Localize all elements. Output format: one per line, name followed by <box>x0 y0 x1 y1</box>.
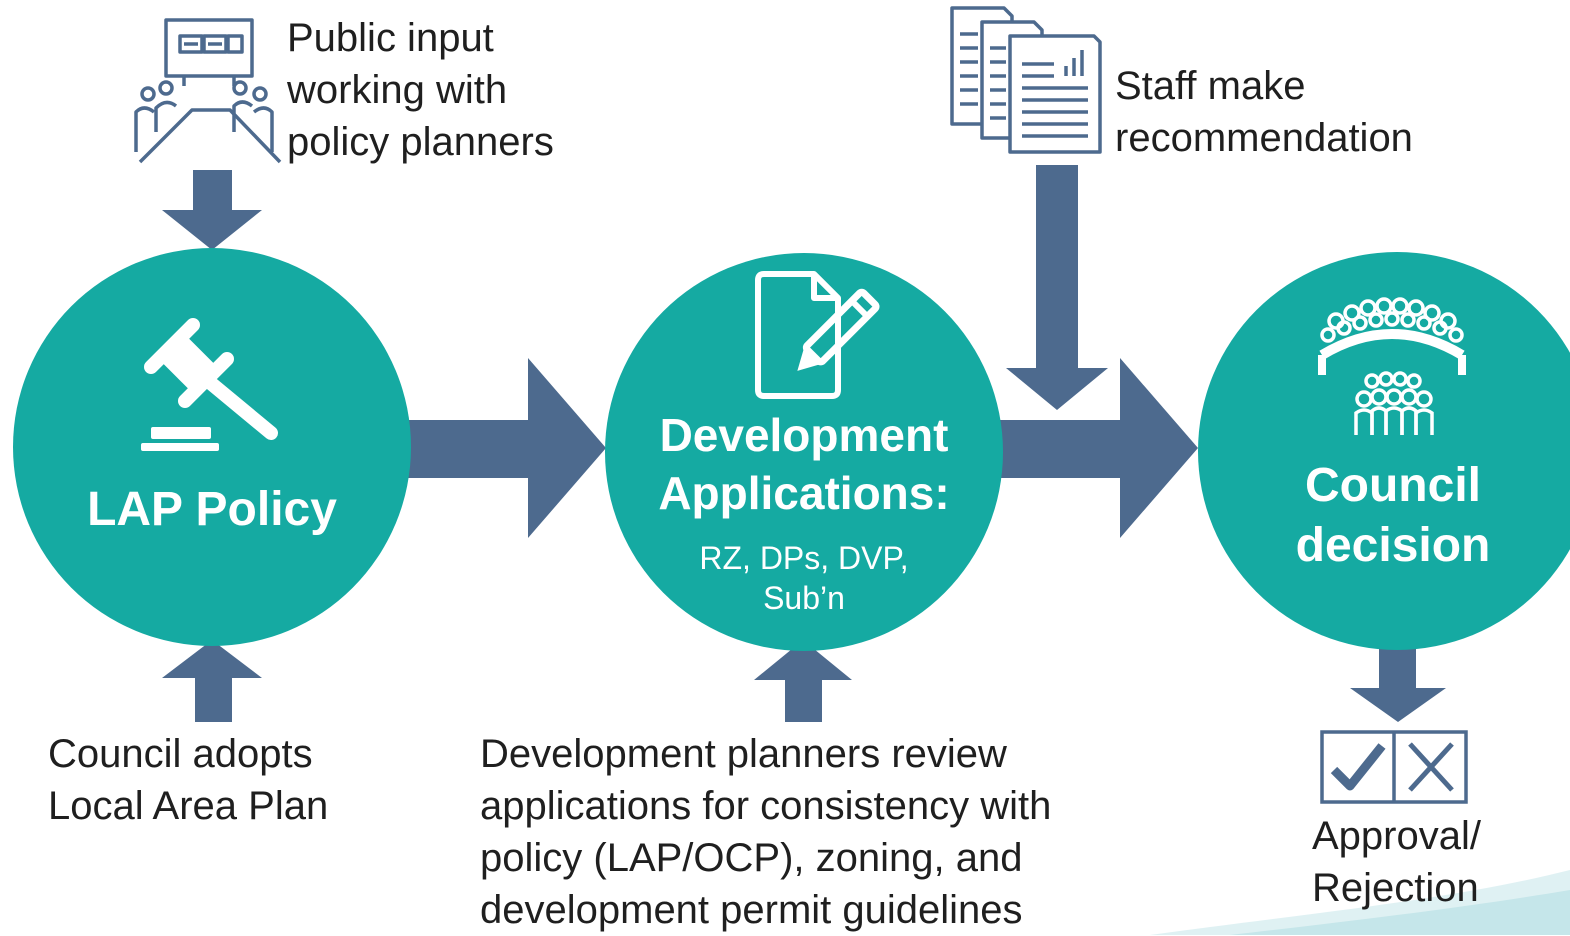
council-decision-title-line2: decision <box>1295 519 1491 572</box>
dev-planners-line1: Development planners review <box>480 732 1007 776</box>
dev-applications-sub-line2: Sub’n <box>763 580 845 616</box>
public-input-line3: policy planners <box>287 120 554 164</box>
audience-icon <box>1318 297 1466 435</box>
council-adopts-line1: Council adopts <box>48 732 313 776</box>
staff-recommendation-label: Staff make recommendation <box>1115 60 1413 164</box>
staff-line2: recommendation <box>1115 116 1413 160</box>
dev-planners-line2: applications for consistency with <box>480 784 1052 828</box>
document-pencil-icon <box>755 271 880 399</box>
public-input-line2: working with <box>287 68 508 112</box>
meeting-table-icon <box>134 18 282 164</box>
dev-planners-line3: policy (LAP/OCP), zoning, and <box>480 836 1023 880</box>
check-x-icon <box>1320 730 1468 804</box>
arrow-down-council-decision <box>1350 645 1446 722</box>
approval-line1: Approval/ <box>1312 814 1481 858</box>
gavel-icon <box>141 318 278 451</box>
approval-label: Approval/ Rejection <box>1312 810 1481 914</box>
dev-applications-sub-line1: RZ, DPs, DVP, <box>699 540 909 576</box>
council-adopts-line2: Local Area Plan <box>48 784 329 828</box>
development-applications-node <box>605 253 1003 651</box>
approval-line2: Rejection <box>1312 866 1479 910</box>
dev-applications-title-line2: Applications: <box>658 467 950 519</box>
public-input-line1: Public input <box>287 16 494 60</box>
public-input-label: Public input working with policy planner… <box>287 12 554 168</box>
arrow-up-council-adopts <box>162 640 262 722</box>
documents-report-icon <box>950 6 1102 154</box>
lap-policy-title: LAP Policy <box>87 483 337 536</box>
staff-line1: Staff make <box>1115 64 1306 108</box>
arrow-down-public-input <box>162 170 262 250</box>
council-adopts-label: Council adopts Local Area Plan <box>48 728 328 832</box>
council-decision-node <box>1198 252 1570 650</box>
dev-applications-title-line1: Development <box>659 409 949 461</box>
arrow-up-dev-planners <box>754 640 852 722</box>
dev-planners-label: Development planners review applications… <box>480 728 1051 936</box>
arrow-down-staff <box>1006 165 1108 410</box>
arrow-right-dev-to-council <box>995 358 1198 538</box>
dev-planners-line4: development permit guidelines <box>480 888 1023 932</box>
arrow-right-lap-to-dev <box>405 358 606 538</box>
council-decision-title-line1: Council <box>1305 459 1481 512</box>
